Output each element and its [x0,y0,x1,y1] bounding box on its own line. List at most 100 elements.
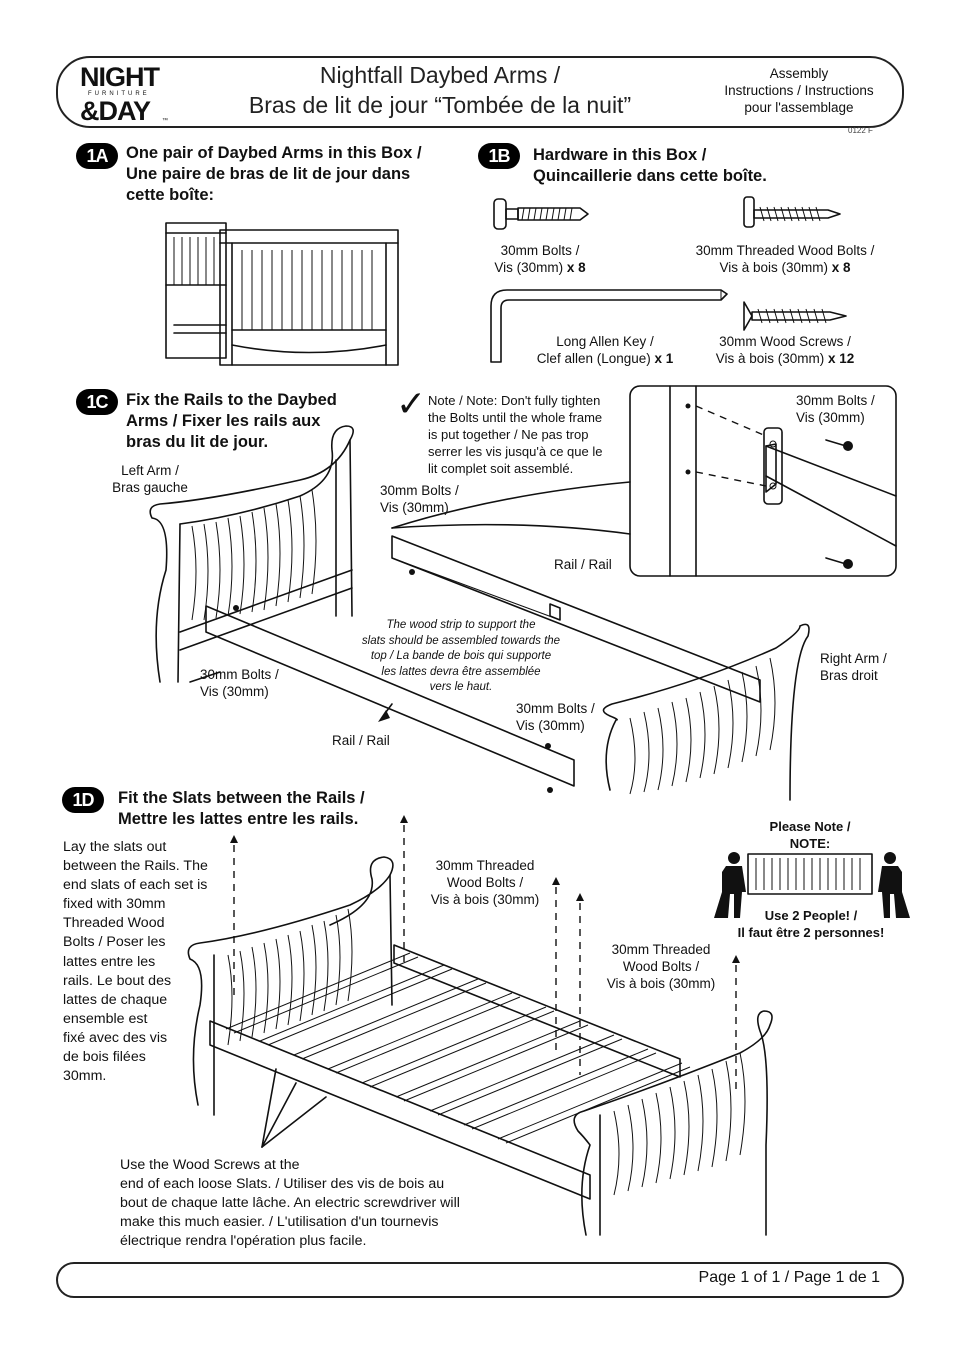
assembly-label: Assembly Instructions / Instructions pou… [704,65,894,116]
lay-line: between the Rails. The [63,858,208,875]
strip-line1: The wood strip to support the [386,619,536,631]
step-1b-badge: 1B [478,143,520,169]
allen-key-line2: Clef allen (Longue) [536,351,651,366]
threaded-bolts-qty: x 8 [831,260,851,275]
wood-screws-line1: 30mm Wood Screws / [719,334,851,349]
threaded-bolts-line1: 30mm Threaded Wood Bolts / [695,243,875,258]
threaded-bolts-label-left: 30mm Threaded Wood Bolts / Vis à bois (3… [420,857,550,908]
rail-label-top: Rail / Rail [554,557,612,572]
threaded-right-line1: 30mm Threaded [611,942,711,957]
right-arm-line2: Bras droit [820,668,878,683]
two-people-line1: Use 2 People! / [764,908,858,923]
tighten-note: Note / Note: Don't fully tighten the Bol… [428,392,628,477]
please-note-label: Please Note / NOTE: [740,818,880,852]
step-1c-title-line2: Arms / Fixer les rails aux [126,412,321,430]
assembly-line3: pour l'assemblage [744,100,854,115]
lay-line: lattes de chaque [63,991,168,1008]
slats-assembly-illustration [187,815,773,1236]
step-1a-title: One pair of Daybed Arms in this Box / Un… [126,143,456,206]
step-1d-title-line1: Fit the Slats between the Rails / [118,789,365,807]
screws-line: make this much easier. / L'utilisation d… [120,1214,439,1231]
right-bolts-label: 30mm Bolts / Vis (30mm) [516,700,616,734]
allen-key-icon [490,289,728,363]
bolt-detail-callout [391,385,897,577]
detail-bolts-line2: Vis (30mm) [796,410,865,425]
title-line1: Nightfall Daybed Arms / [319,62,561,88]
screws-line: end of each loose Slats. / Utiliser des … [120,1176,445,1193]
top-bolts-label: 30mm Bolts / Vis (30mm) [380,482,480,516]
hardware-bolts-label: 30mm Bolts / Vis (30mm) x 8 [470,242,610,276]
lay-slats-instructions: Lay the slats out between the Rails. The… [63,838,243,1086]
header-frame [56,56,904,128]
lay-line: ensemble est [63,1010,148,1027]
lay-line: Bolts / Poser les [63,934,166,951]
logo-tm: ™ [162,117,168,124]
step-1a-title-line2: Une paire de bras de lit de jour dans [126,165,411,183]
two-people-carrying-icon [714,852,910,918]
page-number: Page 1 of 1 / Page 1 de 1 [698,1269,880,1286]
two-people-line2: Il faut être 2 personnes! [737,925,885,940]
threaded-left-line1: 30mm Threaded [435,858,535,873]
right-arm-label: Right Arm / Bras droit [820,650,920,684]
hardware-threaded-bolts-label: 30mm Threaded Wood Bolts / Vis à bois (3… [680,242,890,276]
note-line4: serrer les vis jusqu'à ce que le [428,444,603,459]
step-1b-title-line2: Quincaillerie dans cette boîte. [533,167,767,185]
allen-key-qty: x 1 [654,351,674,366]
detail-bolts-label: 30mm Bolts / Vis (30mm) [796,392,906,426]
threaded-right-line2: Wood Bolts / [622,959,700,974]
step-1c-title-line3: bras du lit de jour. [126,433,269,451]
hardware-wood-screws-label: 30mm Wood Screws / Vis à bois (30mm) x 1… [690,333,880,367]
left-bolts-line2: Vis (30mm) [200,684,269,699]
lay-line: fixed with 30mm [63,896,166,913]
step-1d-title-line2: Mettre les lattes entre les rails. [118,810,359,828]
threaded-bolts-label-right: 30mm Threaded Wood Bolts / Vis à bois (3… [596,941,726,992]
left-arm-line1: Left Arm / [121,463,179,478]
two-people-label: Use 2 People! / Il faut être 2 personnes… [722,907,900,941]
threaded-left-line2: Wood Bolts / [446,875,524,890]
step-1c-badge: 1C [76,389,118,415]
rails-assembly-illustration [149,425,810,801]
lay-line: Threaded Wood [63,915,165,932]
lay-line: rails. Le bout des [63,972,172,989]
screws-line: Use the Wood Screws at the [120,1157,300,1173]
bolts-qty: x 8 [566,260,586,275]
please-note-line1: Please Note / [769,819,851,834]
logo-line1: NIGHT [80,62,161,92]
hardware-allen-key-label: Long Allen Key / Clef allen (Longue) x 1 [520,333,690,367]
note-line3: is put together / Ne pas trop [428,427,589,442]
threaded-bolts-line2: Vis à bois (30mm) [719,260,828,275]
screws-line: bout de chaque latte lâche. An electric … [120,1195,460,1212]
threaded-left-line3: Vis à bois (30mm) [430,892,540,907]
wood-screws-line2: Vis à bois (30mm) [715,351,825,366]
note-line2: the Bolts until the whole frame [428,410,603,425]
logo-sub: FURNITURE [88,91,150,97]
lay-line: fixé avec des vis [63,1029,168,1046]
lay-line: lattes entre les [63,953,156,970]
strip-line5: vers le haut. [429,681,493,693]
page-title: Nightfall Daybed Arms / Bras de lit de j… [200,60,680,120]
footer-frame [56,1262,904,1298]
lay-line: 30mm. [63,1068,107,1085]
strip-line2: slats should be assembled towards the [361,634,561,647]
lay-line: Lay the slats out [63,839,167,855]
bolts-line1: 30mm Bolts / [500,243,580,258]
assembly-line1: Assembly [769,66,829,81]
step-1b-title-line1: Hardware in this Box / [533,146,707,164]
assembly-line2: Instructions / Instructions [724,83,874,98]
step-1b-title: Hardware in this Box / Quincaillerie dan… [533,145,833,187]
left-bolts-line1: 30mm Bolts / [200,667,279,682]
step-1a-title-line3: cette boîte: [126,186,215,204]
left-arm-line2: Bras gauche [112,480,188,495]
bolt-icon [493,198,589,230]
step-1d-badge: 1D [62,787,104,813]
step-1a-title-line1: One pair of Daybed Arms in this Box / [126,144,422,162]
top-bolts-line1: 30mm Bolts / [380,483,459,498]
note-line1: Note / Note: Don't fully tighten [428,393,601,408]
wood-strip-note: The wood strip to support the slats shou… [346,618,576,696]
step-1c-title: Fix the Rails to the Daybed Arms / Fixer… [126,390,376,453]
rail-label-bottom: Rail / Rail [332,733,390,748]
left-bolts-label: 30mm Bolts / Vis (30mm) [200,666,300,700]
threaded-right-line3: Vis à bois (30mm) [606,976,716,991]
strip-line4: les lattes devra être assemblée [381,665,541,678]
title-line2: Bras de lit de jour “Tombée de la nuit” [248,92,632,118]
